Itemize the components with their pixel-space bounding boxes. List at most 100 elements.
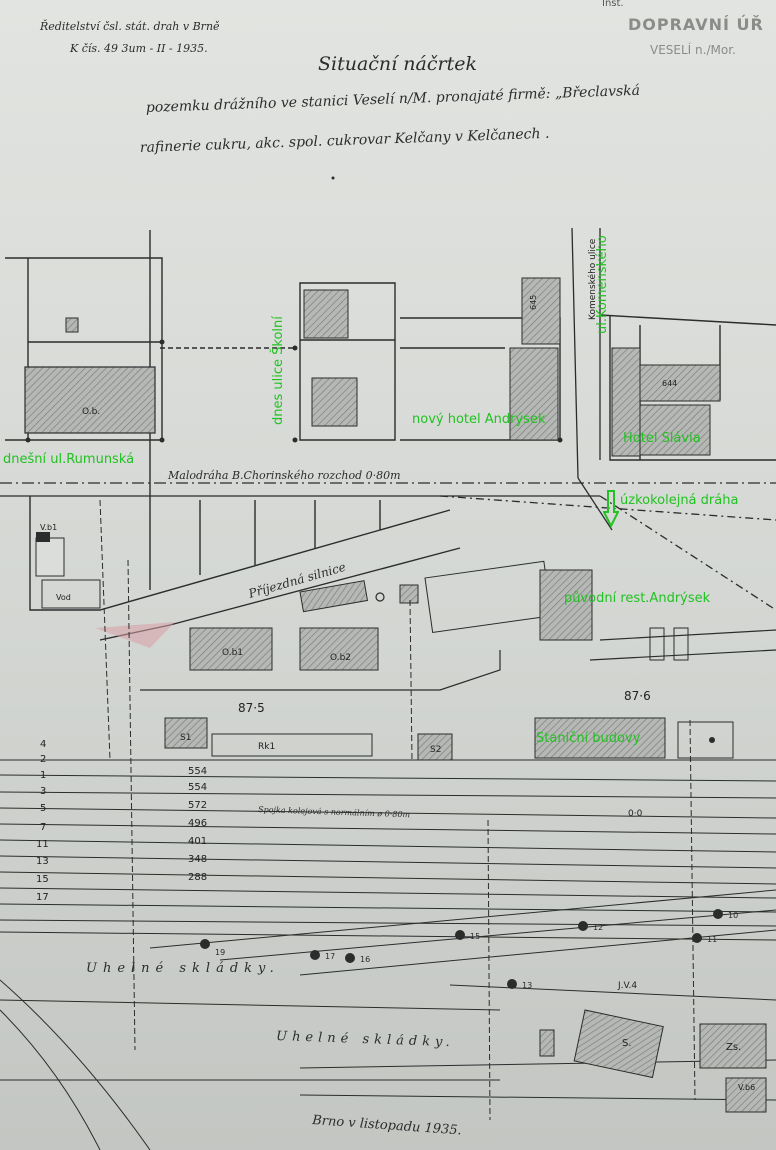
parcel-house	[303, 289, 349, 339]
track-number: 3	[40, 786, 46, 797]
building-vb6-label: V.b6	[738, 1083, 755, 1092]
building-ob1-label: O.b1	[222, 648, 243, 658]
footer-place-date: Brno v listopadu 1935.	[311, 1113, 462, 1138]
switch-label: 12	[593, 923, 603, 932]
pr-shed	[399, 584, 419, 604]
railway-tracks	[0, 759, 776, 1150]
annotation-hotel-slavia: Hotel Slávia	[623, 431, 701, 446]
elevation-left: 87·5	[238, 701, 265, 715]
annex-marker	[709, 737, 715, 743]
coal-yard-label-1: Uhelné skládky.	[86, 961, 280, 976]
leased-plot-marker	[95, 622, 175, 648]
switch-label: 16	[360, 955, 370, 964]
switch-label: 17	[325, 952, 335, 961]
arrow-down-icon	[603, 490, 619, 529]
map-title: Situační náčrtek	[318, 53, 477, 75]
switches: 10 11 12 13 15 16 17 19	[200, 909, 738, 990]
reference-text: K čís. 49 3um - II - 1935.	[69, 42, 208, 55]
building-rk	[211, 733, 373, 757]
komenskeho-street-label: Komenského ulice	[587, 238, 598, 320]
building-ob1	[189, 627, 273, 671]
hatched-plot	[509, 347, 559, 441]
original-restaurant	[424, 560, 553, 634]
track-number: 11	[36, 839, 49, 850]
building-s1	[164, 717, 208, 749]
track-length: 288	[188, 872, 207, 883]
track-length: 401	[188, 836, 207, 847]
track-number: 4	[40, 739, 46, 750]
small-shed	[65, 317, 79, 333]
station-building	[534, 717, 666, 759]
stamp-line2: VESELÍ n./Mor.	[650, 42, 736, 57]
switch-label: 15	[470, 932, 480, 941]
track-note: Spojka kolejová s normálním ø 0·80m	[258, 805, 411, 819]
hotel-slavia-building	[611, 347, 641, 457]
annotation-rumunska: dnešní ul.Rumunská	[3, 452, 135, 467]
track-length: 496	[188, 818, 207, 829]
building-ob2-label: O.b2	[330, 653, 351, 663]
hotel-slavia-wing	[639, 404, 711, 456]
track-zero-marker: 0·0	[628, 809, 643, 819]
building-vod	[41, 579, 101, 609]
building-vb6	[725, 1077, 767, 1113]
annotation-new-hotel: nový hotel Andrýsek	[412, 412, 546, 427]
track-number: 7	[40, 822, 46, 833]
komenskeho-street	[571, 227, 613, 531]
title-line1: pozemku drážního ve stanici Veselí n/M. …	[146, 82, 641, 116]
house-645	[521, 277, 561, 345]
corner-mark: Inst.	[602, 0, 624, 9]
building-vod-label: Vod	[56, 593, 71, 602]
building-rk-label: Rk1	[258, 742, 275, 752]
gate-right	[673, 627, 689, 661]
access-road	[29, 496, 461, 641]
small-block	[36, 532, 50, 542]
building-vb1	[35, 537, 65, 577]
building-zs-label: Zs.	[726, 1042, 741, 1053]
house-644-label: 644	[662, 379, 677, 388]
annotation-komenskeho: ul.Komenského	[595, 235, 610, 334]
track-length: 572	[188, 800, 207, 811]
track-number: 1	[40, 770, 46, 781]
building-s-label: S.	[622, 1038, 632, 1049]
track-length: 554	[188, 782, 207, 793]
parcel-markers	[25, 339, 563, 443]
coal-yard-label-2: Uhelné skládky.	[276, 1029, 455, 1050]
track-number: 15	[36, 874, 49, 885]
track-number: 17	[36, 892, 49, 903]
title-dot	[331, 176, 335, 180]
building-s2-label: S2	[430, 745, 441, 755]
vertical-guides	[99, 499, 696, 1121]
building-ob-label: O.b.	[82, 407, 100, 417]
annotation-skolni-street: dnes ulice Školní	[271, 316, 286, 425]
rail-shed	[299, 580, 369, 613]
building-ob2	[299, 627, 379, 671]
track-length: 348	[188, 854, 207, 865]
annotation-original-restaurant: původní rest.Andrýsek	[564, 591, 711, 606]
track-length: 554	[188, 766, 207, 777]
building-s2	[417, 733, 453, 761]
building-s1-label: S1	[180, 733, 191, 743]
switch-label: 13	[522, 981, 532, 990]
building-ob	[24, 366, 156, 434]
issuer-text: Ředitelství čsl. stát. drah v Brně	[39, 19, 220, 33]
station-annex	[677, 721, 734, 759]
track-number: 2	[40, 754, 46, 765]
parcel-house-2	[311, 377, 358, 427]
track-table: 4 2 554 1 554 3 572 5 496 7 401 11 348 1…	[36, 739, 207, 903]
switch-label: 19	[215, 948, 225, 957]
elevation-right: 87·6	[624, 689, 651, 703]
small-tower	[539, 1029, 555, 1057]
building-vb1-label: V.b1	[40, 523, 57, 532]
building-s	[573, 1009, 664, 1079]
switch-label: 11	[707, 935, 717, 944]
annotation-station-buildings: Staniční budovy	[536, 731, 641, 746]
house-645-label: 645	[529, 295, 538, 310]
house-644	[639, 364, 721, 402]
stamp-line1: DOPRAVNÍ ÚŘ	[628, 15, 764, 34]
marker-s3	[375, 592, 385, 602]
original-restaurant-hatch	[539, 569, 593, 641]
narrow-gauge-label: Malodráha B.Chorinského rozchod 0·80m	[167, 469, 401, 482]
jv4-label: J.V.4	[617, 981, 637, 991]
